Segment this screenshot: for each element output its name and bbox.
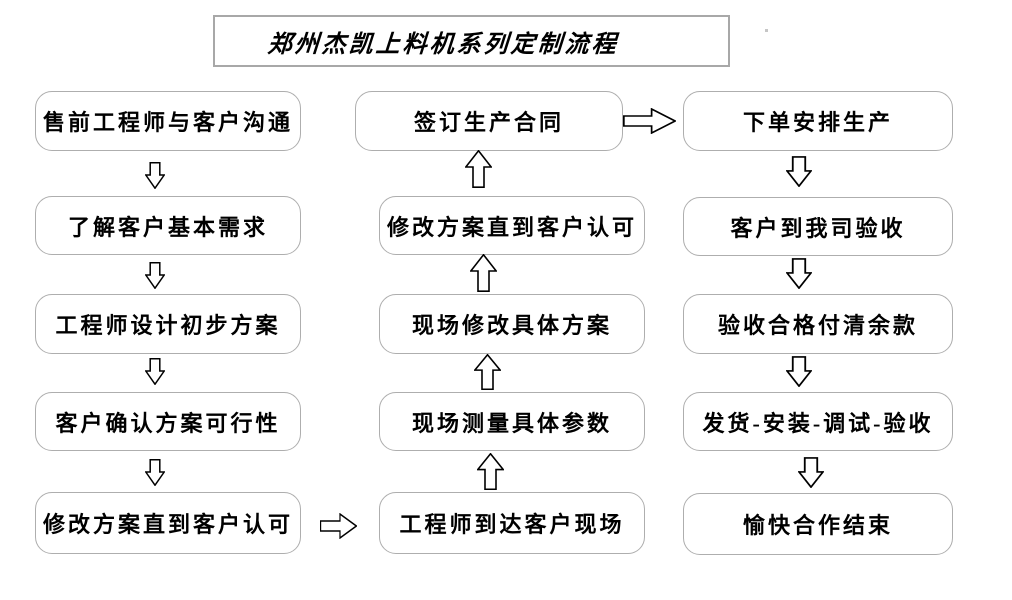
down-arrow-icon	[145, 358, 165, 385]
down-arrow-icon	[145, 262, 165, 289]
page-title: 郑州杰凯上料机系列定制流程	[266, 31, 620, 58]
flow-node-middle-3: 现场修改具体方案	[379, 294, 645, 354]
right-arrow-icon	[320, 513, 357, 539]
flow-node-right-1: 下单安排生产	[683, 91, 953, 151]
up-arrow-icon	[465, 150, 492, 188]
flow-node-right-4: 发货-安装-调试-验收	[683, 392, 953, 451]
flow-node-middle-4: 现场测量具体参数	[379, 392, 645, 451]
up-arrow-icon	[470, 254, 497, 292]
flow-node-middle-2: 修改方案直到客户认可	[379, 196, 645, 255]
down-arrow-icon	[786, 356, 812, 387]
right-arrow-icon	[623, 108, 676, 134]
down-arrow-icon	[786, 258, 812, 289]
flow-node-left-1: 售前工程师与客户沟通	[35, 91, 301, 151]
flow-node-left-2: 了解客户基本需求	[35, 196, 301, 255]
flow-node-left-5: 修改方案直到客户认可	[35, 492, 301, 554]
up-arrow-icon	[477, 453, 504, 490]
down-arrow-icon	[786, 156, 812, 187]
flow-node-left-4: 客户确认方案可行性	[35, 392, 301, 451]
down-arrow-icon	[145, 162, 165, 189]
title-box: 郑州杰凯上料机系列定制流程	[213, 15, 730, 67]
down-arrow-icon	[145, 459, 165, 486]
flow-node-right-2: 客户到我司验收	[683, 197, 953, 256]
down-arrow-icon	[798, 457, 824, 488]
flow-node-left-3: 工程师设计初步方案	[35, 294, 301, 354]
flow-node-right-5: 愉快合作结束	[683, 493, 953, 555]
artifact-dot	[765, 29, 768, 32]
up-arrow-icon	[474, 354, 501, 390]
flow-node-right-3: 验收合格付清余款	[683, 294, 953, 354]
flow-node-middle-5: 工程师到达客户现场	[379, 492, 645, 554]
flow-node-middle-1: 签订生产合同	[355, 91, 623, 151]
